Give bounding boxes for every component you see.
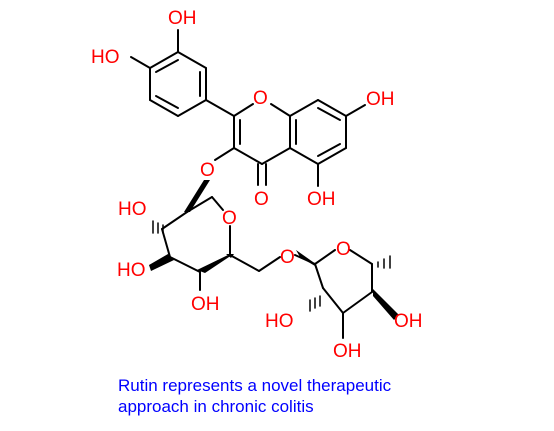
wedge-bonds bbox=[149, 180, 399, 320]
ho-catechol-label: HO bbox=[91, 47, 120, 68]
ho-rhamnose-label: HO bbox=[265, 311, 294, 332]
ho-glc2-label: HO bbox=[118, 199, 147, 220]
oh-glc3-label: OH bbox=[191, 294, 220, 315]
oh-rhamnose-bottom-label: OH bbox=[333, 341, 362, 362]
ho-glc4-label: HO bbox=[117, 260, 146, 281]
figure-caption: Rutin represents a novel therapeutic app… bbox=[118, 375, 391, 417]
bond-lines bbox=[130, 29, 391, 339]
oh-top-label: OH bbox=[168, 8, 197, 29]
link-oxygen-label: O bbox=[280, 247, 295, 268]
oh-5-label: OH bbox=[307, 189, 336, 210]
caption-line-2: approach in chronic colitis bbox=[118, 397, 314, 416]
glycosidic-oxygen-label: O bbox=[200, 160, 215, 181]
atom-labels: OH HO O OH O O OH HO O HO OH O O HO OH O… bbox=[91, 8, 423, 362]
caption-line-1: Rutin represents a novel therapeutic bbox=[118, 376, 392, 395]
rhamnose-ring-oxygen-label: O bbox=[336, 239, 351, 260]
ring-oxygen-label: O bbox=[253, 88, 268, 109]
glucose-ring-oxygen-label: O bbox=[222, 208, 237, 229]
oh-rhamnose-right-label: OH bbox=[394, 311, 423, 332]
carbonyl-oxygen-label: O bbox=[254, 189, 269, 210]
oh-right-label: OH bbox=[366, 89, 395, 110]
